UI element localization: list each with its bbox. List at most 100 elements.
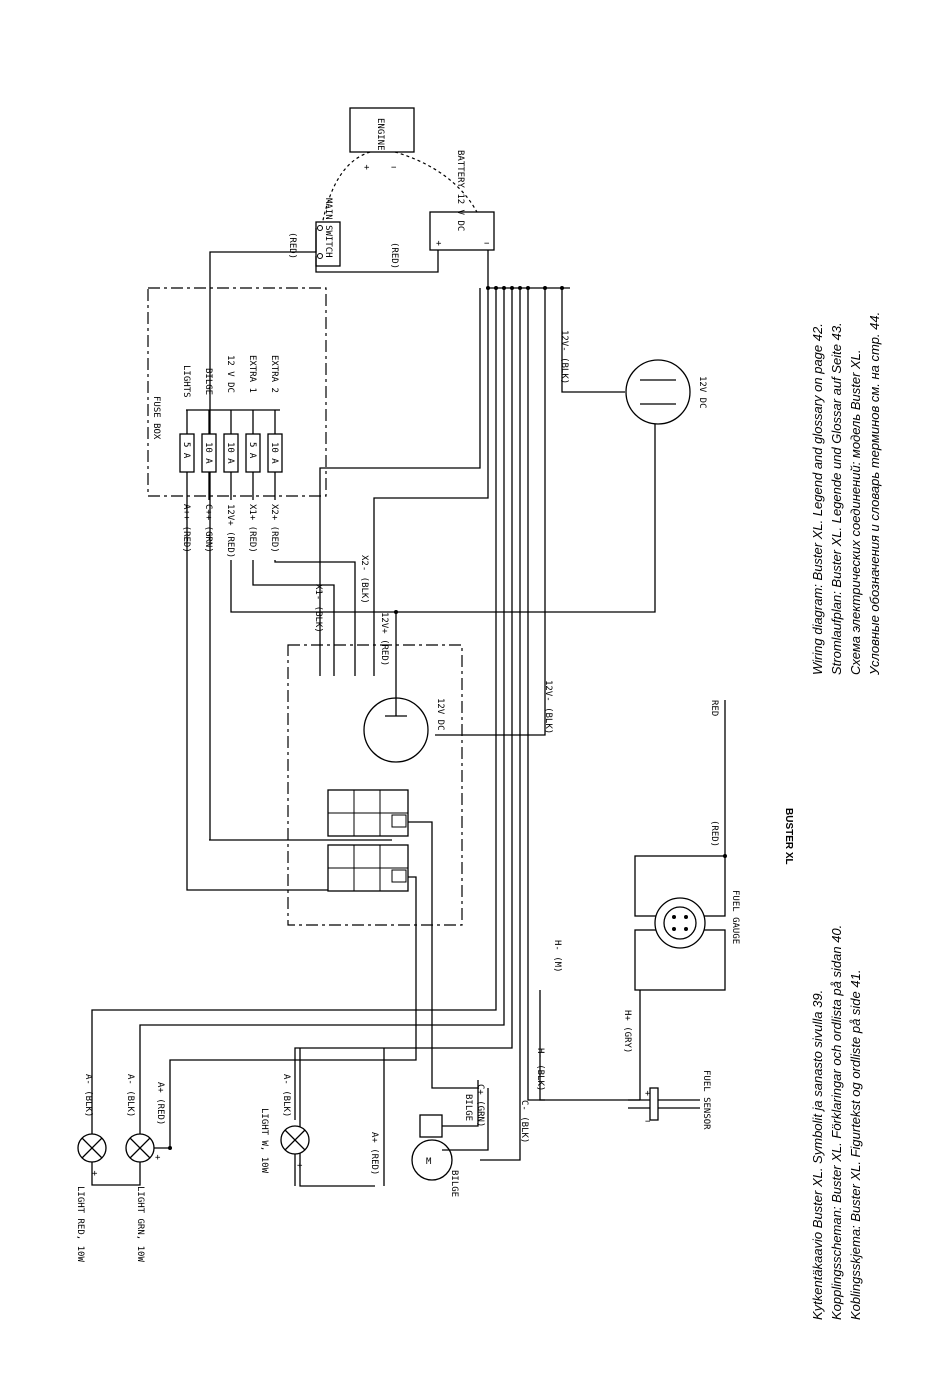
light-red: + — [77, 1133, 118, 1186]
fuse-5-wire: X2+ (RED) — [269, 504, 279, 553]
svg-text:+: + — [645, 1089, 651, 1099]
fuse-2-rating: 10 A — [203, 442, 213, 464]
wire-label-a-minus-2: A- (BLK) — [125, 1074, 135, 1117]
wire-x2-plus — [274, 560, 356, 676]
console-panel — [287, 644, 463, 926]
fuse-box-frame — [147, 287, 327, 497]
fuse-3: 10 A 12 V DC — [223, 355, 239, 500]
wire-12v-minus-mid — [435, 288, 546, 736]
fuse-5-circuit: EXTRA 2 — [269, 355, 279, 393]
wire-label-h-minus-blk: H- (BLK) — [535, 1048, 545, 1091]
fuse-5: 10 A EXTRA 2 — [267, 355, 283, 500]
wire-a-lights — [169, 876, 417, 1148]
wire-label-bilge: BILGE — [463, 1094, 473, 1121]
fuse-1-wire: A++ (RED) — [181, 504, 191, 553]
wire-label-red-right: RED — [709, 700, 719, 716]
light-w-label: LIGHT W, 10W — [259, 1108, 269, 1174]
wire-x1-plus — [252, 560, 335, 676]
fuse-4-wire: X1+ (RED) — [247, 504, 257, 553]
wire-label-a-plus-1: A+ (RED) — [155, 1082, 165, 1125]
wire-label-c-minus: C- (BLK) — [519, 1100, 529, 1143]
socket-top-label: 12V DC — [697, 376, 707, 409]
fuse-3-wire: 12V+ (RED) — [225, 504, 235, 558]
fuse-2-wire: C++ (GRN) — [203, 504, 213, 553]
wire-label-12v-plus: 12V+ (RED) — [379, 612, 389, 666]
model-title: BUSTER XL — [783, 808, 794, 865]
svg-text:+: + — [297, 1161, 303, 1171]
fuse-1: 5 A LIGHTS — [179, 365, 195, 500]
wire-gnd-3 — [294, 288, 513, 1120]
wire-12v-plus — [230, 420, 656, 613]
battery-label: BATTERY 12 V DC — [455, 150, 465, 231]
wire-12v-minus-top — [561, 288, 625, 393]
fuse-box-label: FUSE BOX — [151, 396, 161, 440]
wire-label-a-minus-3: A- (BLK) — [281, 1074, 291, 1117]
battery-plus-wire — [315, 250, 439, 273]
wire-label-12v-minus-mid: 12V- (BLK) — [543, 680, 553, 734]
engine-plus-lead — [321, 151, 371, 226]
light-w: + — [280, 1125, 310, 1186]
bilge-pump — [411, 1139, 453, 1181]
wire-label-a-minus-1: A- (BLK) — [83, 1074, 93, 1117]
caption-no: Koblingsskjema: Buster XL. Figurtekst og… — [848, 970, 863, 1320]
wire-label-x1-minus: X1- (BLK) — [313, 584, 323, 633]
wire-label-h-minus-m: H- (M) — [552, 940, 562, 973]
fuse-4-circuit: EXTRA 1 — [247, 355, 257, 393]
fuel-sensor: + − — [628, 1087, 700, 1127]
wire-label-c-plus: C+ (GRN) — [475, 1084, 485, 1127]
fuse-1-circuit: LIGHTS — [181, 365, 191, 398]
bilge-connector — [419, 1114, 443, 1138]
caption-fi: Kytkentäkaavio Buster XL. Symbolit ja sa… — [810, 990, 825, 1320]
fuel-gauge-label: FUEL GAUGE — [730, 890, 740, 944]
wire-h-minus — [539, 990, 640, 1101]
fuse-5-rating: 10 A — [269, 442, 279, 464]
fuel-sensor-label: FUEL SENSOR — [701, 1070, 711, 1130]
wire-label-x2-minus: X2- (BLK) — [359, 555, 369, 604]
main-switch-label: MAIN SWITCH — [323, 198, 333, 258]
caption-ru-1: Схема электрических соединений: модель B… — [848, 349, 863, 675]
wire-label-red-gauge: (RED) — [709, 820, 719, 847]
svg-text:+: + — [92, 1169, 98, 1179]
wire-label-h-plus: H+ (GRY) — [622, 1010, 632, 1053]
light-grn: + — [118, 1133, 172, 1186]
switch-panel-2 — [327, 844, 409, 892]
caption-sv: Kopplingsscheman: Buster XL. Förklaringa… — [829, 925, 844, 1320]
wire-a-plus-red — [186, 500, 392, 891]
switch-panel-1 — [327, 789, 409, 837]
bilge-motor: M — [426, 1157, 432, 1167]
svg-text:+: + — [155, 1153, 161, 1163]
fuse-2: 10 A BILGE — [201, 368, 217, 500]
wire-label-red-switch: (RED) — [287, 232, 297, 259]
wire-label-a-plus-2: A+ (RED) — [369, 1132, 379, 1175]
bilge-label: BILGE — [449, 1170, 459, 1197]
engine-plus: + — [364, 163, 370, 173]
engine-box — [349, 107, 415, 153]
caption-ru-2: Условные обозначения и словарь терминов … — [867, 312, 882, 676]
battery-plus: + — [436, 239, 442, 249]
wire-gnd-4 — [480, 288, 521, 1161]
caption-en: Wiring diagram: Buster XL. Legend and gl… — [810, 323, 825, 675]
fuse-4-rating: 5 A — [247, 442, 257, 459]
ground-bus — [487, 250, 570, 289]
fuse-1-rating: 5 A — [181, 442, 191, 459]
wire-x2-minus — [373, 288, 489, 676]
fuse-3-rating: 10 A — [225, 442, 235, 464]
wire-gnd-1 — [91, 288, 497, 1135]
wire-label-red-battery: (RED) — [389, 242, 399, 269]
socket-top — [625, 359, 691, 425]
wire-gnd-5 — [527, 288, 545, 1101]
wire-gnd-2 — [139, 288, 505, 1135]
wire-c-bilge — [408, 821, 478, 1089]
wire-label-12v-minus-top: 12V- (BLK) — [559, 330, 569, 384]
battery — [429, 211, 495, 251]
light-red-label: LIGHT RED, 10W — [75, 1186, 85, 1262]
main-feed-wire — [209, 228, 317, 840]
light-grn-label: LIGHT GRN, 10W — [135, 1186, 145, 1262]
engine-minus: − — [391, 163, 397, 173]
wire-x1-minus — [319, 288, 481, 676]
socket-center-label: 12V DC — [435, 698, 445, 731]
battery-minus: − — [484, 239, 490, 249]
fuse-2-circuit: BILGE — [203, 368, 213, 395]
caption-de: Stromlaufplan: Buster XL. Legende und Gl… — [829, 322, 844, 675]
